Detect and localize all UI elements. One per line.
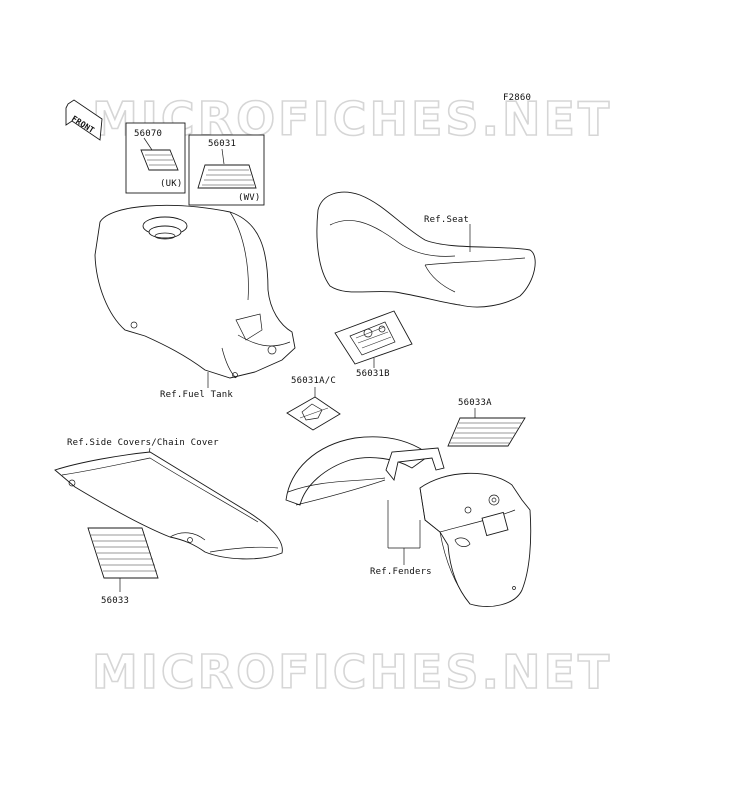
part-56031b-decal xyxy=(334,310,413,368)
ref-fuel-tank-label: Ref.Fuel Tank xyxy=(160,390,233,400)
part-56031-decal xyxy=(197,164,257,189)
part-56031-number: 56031 xyxy=(208,139,236,149)
part-56031b-label: 56031B xyxy=(356,369,390,379)
part-56070-number: 56070 xyxy=(134,129,162,139)
figure-code: F2860 xyxy=(503,93,531,103)
part-56033-decal xyxy=(87,527,159,592)
watermark-bottom: MICROFICHES.NET xyxy=(92,645,612,699)
part-56033-label: 56033 xyxy=(101,596,129,606)
ref-fenders-leader xyxy=(387,500,421,565)
part-56031-box: 56031 (WV) xyxy=(188,134,265,206)
rear-fender-inner xyxy=(285,436,445,506)
ref-fenders-label: Ref.Fenders xyxy=(370,567,432,577)
part-56070-region: (UK) xyxy=(160,179,182,189)
part-56070-box: 56070 (UK) xyxy=(125,122,186,194)
part-56033a-label: 56033A xyxy=(458,398,492,408)
part-56033a-decal xyxy=(447,408,526,447)
seat xyxy=(316,191,536,308)
ref-side-covers-label: Ref.Side Covers/Chain Cover xyxy=(67,438,219,448)
fuel-tank xyxy=(94,205,296,388)
side-cover xyxy=(54,447,283,560)
part-56031ac-decal xyxy=(286,387,341,431)
part-56031-region: (WV) xyxy=(238,193,260,203)
part-56031ac-label: 56031A/C xyxy=(291,376,336,386)
ref-seat-label: Ref.Seat xyxy=(424,215,469,225)
rear-fender-outer xyxy=(419,472,532,607)
